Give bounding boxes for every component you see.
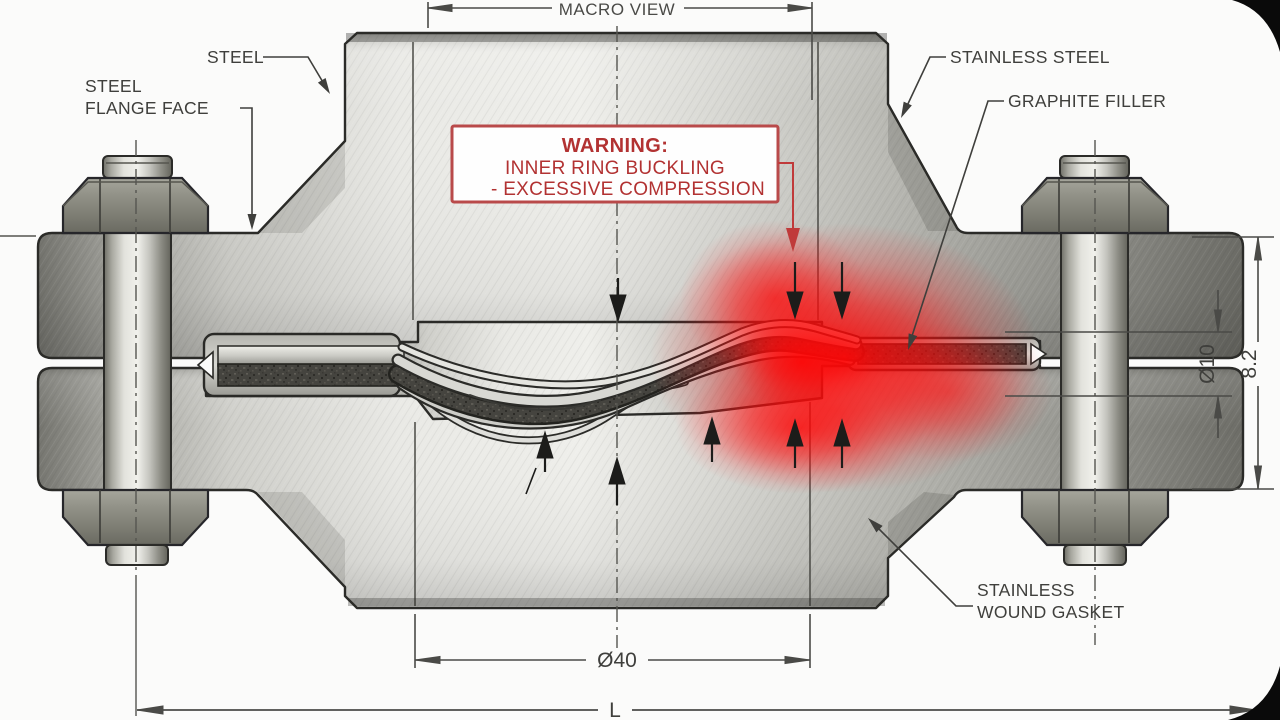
gasket-left-section bbox=[196, 332, 405, 398]
down-arrow bbox=[786, 262, 804, 320]
stainless-wound-gasket-label-1: STAINLESS bbox=[977, 580, 1075, 600]
left-stud-top bbox=[102, 155, 173, 179]
stack-height-label: 8.2 bbox=[1238, 349, 1261, 378]
steel-flange-face-label-1: STEEL bbox=[85, 76, 142, 96]
warning-box: WARNING: INNER RING BUCKLING - EXCESSIVE… bbox=[450, 124, 800, 252]
corner-bottom-right bbox=[1228, 666, 1280, 720]
up-arrow bbox=[608, 456, 626, 505]
down-arrow bbox=[609, 278, 627, 323]
pipe-bore-dimension: Ø40 bbox=[414, 614, 811, 672]
graphite-filler-label: GRAPHITE FILLER bbox=[1008, 91, 1166, 111]
gasket-left-notch bbox=[196, 350, 214, 380]
steel-label: STEEL bbox=[207, 47, 264, 67]
macro-view-dimension: MACRO VIEW bbox=[427, 0, 813, 100]
lower-right-hub-slope bbox=[888, 492, 954, 556]
pipe-bore-label: Ø40 bbox=[597, 649, 637, 672]
stainless-wound-gasket-label-2: WOUND GASKET bbox=[977, 602, 1125, 622]
gasket-left-graphite bbox=[217, 363, 405, 387]
gasket-gap-dimension: Ø10 bbox=[1005, 290, 1232, 438]
lower-left-hub-slope bbox=[258, 492, 345, 585]
compression-arrows bbox=[525, 262, 851, 505]
stack-height-dimension: 8.2 bbox=[1192, 236, 1274, 490]
up-arrow bbox=[703, 416, 721, 462]
warning-title: WARNING: bbox=[562, 135, 669, 157]
left-stud-bottom bbox=[105, 544, 169, 566]
gasket-left-winding bbox=[217, 345, 405, 367]
down-arrow bbox=[833, 262, 851, 320]
centerlines bbox=[0, 26, 1096, 716]
warning-leader-arrow bbox=[786, 228, 800, 252]
component-labels: STEEL STEEL FLANGE FACE STAINLESS STEEL … bbox=[85, 47, 1166, 622]
up-arrow bbox=[786, 418, 804, 468]
gasket-gap-label: Ø10 bbox=[1196, 344, 1219, 384]
warning-line1: INNER RING BUCKLING bbox=[505, 158, 725, 179]
left-bolt-shaft bbox=[103, 232, 172, 491]
up-arrow bbox=[833, 418, 851, 468]
warning-leader bbox=[778, 162, 794, 228]
corner-top-right bbox=[1232, 0, 1280, 52]
macro-view-label: MACRO VIEW bbox=[559, 0, 675, 19]
steel-flange-face-label-2: FLANGE FACE bbox=[85, 98, 209, 118]
right-bolt bbox=[1020, 155, 1170, 566]
up-arrow bbox=[525, 430, 554, 495]
overall-length-label: L bbox=[609, 699, 621, 720]
stainless-steel-label: STAINLESS STEEL bbox=[950, 47, 1110, 67]
overall-length-dimension: L bbox=[136, 699, 1257, 720]
warning-line2: - EXCESSIVE COMPRESSION bbox=[491, 179, 765, 200]
overstress-glow bbox=[650, 220, 1053, 494]
right-bolt-shaft bbox=[1060, 232, 1129, 491]
lower-flange bbox=[36, 364, 1245, 610]
left-bolt bbox=[61, 155, 210, 566]
